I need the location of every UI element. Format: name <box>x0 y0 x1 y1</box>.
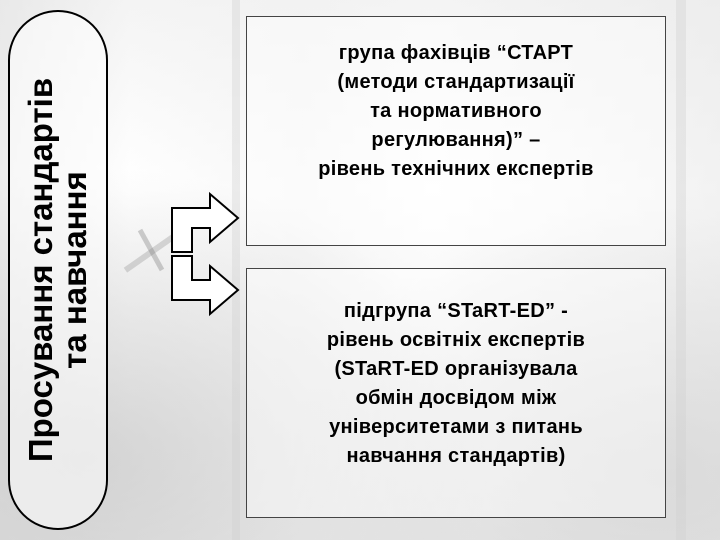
box-start-group-text: група фахівців “СТАРТ (методи стандартиз… <box>247 39 665 184</box>
box-start-group-line: та нормативного <box>247 97 665 126</box>
background-streak <box>140 230 162 270</box>
box-start-ed-subgroup-line: рівень освітніх експертів <box>247 326 665 355</box>
box-start-ed-subgroup-line: обмін досвідом між <box>247 384 665 413</box>
side-panel-title-line-2: та навчання <box>58 78 92 462</box>
side-panel-title: Просування стандартів та навчання <box>24 78 92 462</box>
box-start-ed-subgroup-line: (STaRT-ED організувала <box>247 355 665 384</box>
box-start-group-line: рівень технічних експертів <box>247 155 665 184</box>
box-start-ed-subgroup-line: університетами з питань <box>247 413 665 442</box>
box-start-ed-subgroup: підгрупа “STaRT-ED” - рівень освітніх ек… <box>246 268 666 518</box>
split-arrows <box>110 160 250 350</box>
box-start-group: група фахівців “СТАРТ (методи стандартиз… <box>246 16 666 246</box>
box-start-group-line: регулювання)” – <box>247 126 665 155</box>
background-stripe <box>676 0 686 540</box>
box-start-ed-subgroup-text: підгрупа “STaRT-ED” - рівень освітніх ек… <box>247 297 665 471</box>
box-start-group-line: група фахівців “СТАРТ <box>247 39 665 68</box>
side-panel-title-line-1: Просування стандартів <box>24 78 58 462</box>
split-arrow-up-icon <box>172 194 238 252</box>
box-start-group-line: (методи стандартизації <box>247 68 665 97</box>
box-start-ed-subgroup-line: підгрупа “STaRT-ED” - <box>247 297 665 326</box>
box-start-ed-subgroup-line: навчання стандартів) <box>247 442 665 471</box>
split-arrow-down-icon <box>172 256 238 314</box>
